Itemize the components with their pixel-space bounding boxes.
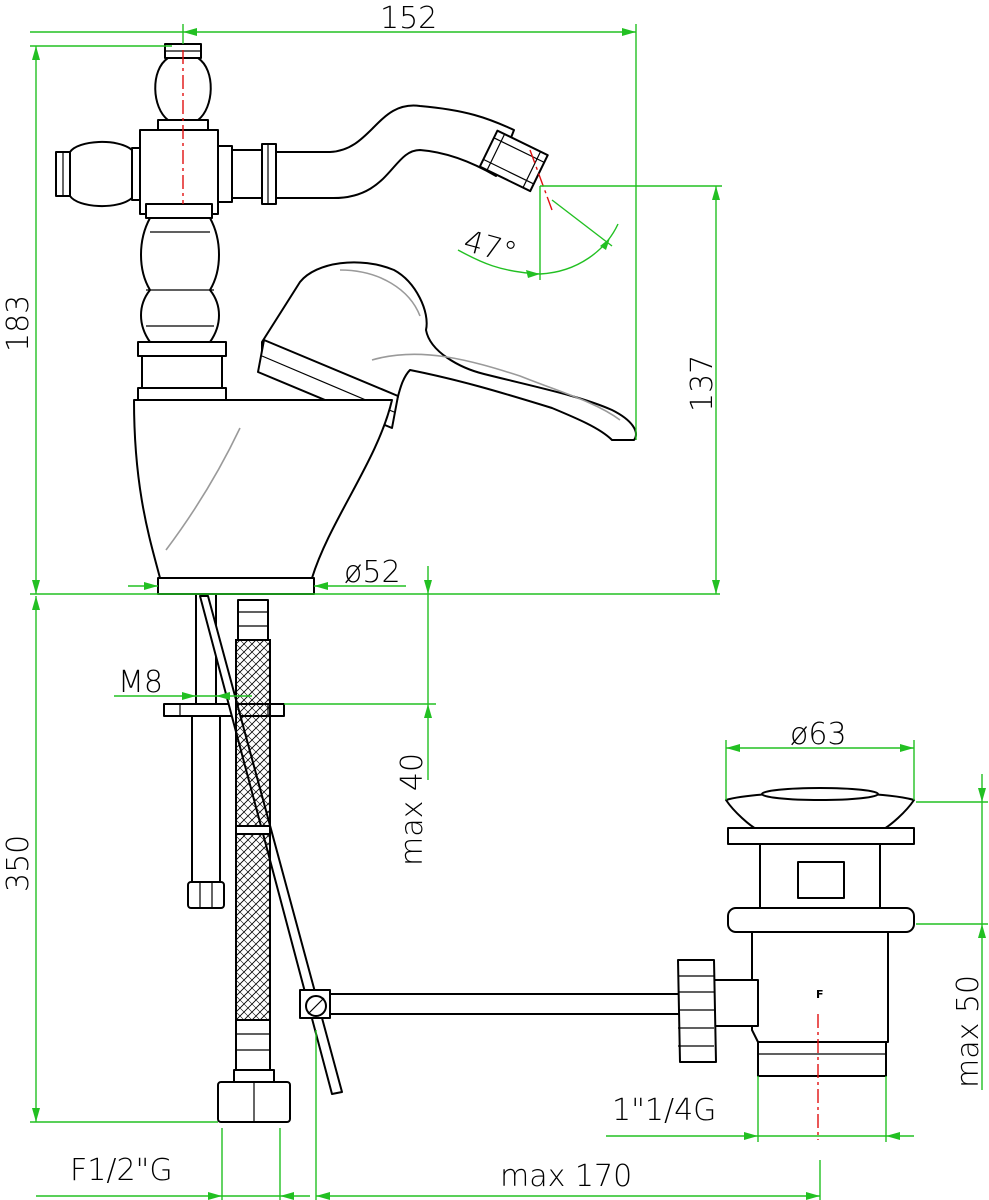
dim-hose-length: 350: [1, 835, 36, 892]
spout-nozzle: [478, 129, 549, 193]
dim-overall-width: 152: [380, 1, 437, 36]
pivot-rod: [299, 993, 681, 1015]
body-ring: [145, 203, 213, 219]
center-lines: [182, 50, 819, 1140]
column: [140, 217, 220, 343]
left-knob: [69, 140, 133, 208]
handle-cross-body: [139, 129, 219, 215]
main-body: [133, 399, 393, 579]
dim-drain-diameter: ø63: [790, 717, 847, 752]
hose-bottom-fitting: [235, 1019, 271, 1071]
stud-tube: [191, 715, 221, 883]
dim-drain-thread: 1"1/4G: [612, 1093, 716, 1128]
base-plate: [157, 577, 315, 595]
dim-rod-length: max 170: [500, 1159, 632, 1194]
faucet-body: [55, 43, 637, 595]
pop-up-drain: F: [677, 787, 915, 1077]
dim-deck-thickness: max 40: [395, 753, 430, 866]
nozzle-center-line: [529, 149, 553, 211]
mixer-ring: [137, 341, 227, 357]
drain-flange: [727, 827, 915, 845]
drain-thread: [757, 1041, 887, 1077]
upper-spout: [275, 104, 515, 200]
drain-nut: [727, 907, 915, 933]
dim-overall-height: 183: [1, 295, 36, 352]
lever-handle: [261, 261, 637, 441]
drain-side-port: [711, 979, 759, 1027]
hose-top-fitting: [237, 599, 269, 641]
drain-tail: [751, 931, 889, 1043]
dim-stud-thread: M8: [118, 665, 163, 700]
dimension-lines: [30, 24, 988, 1200]
stud-nut: [187, 881, 225, 909]
dim-hose-connection: F1/2"G: [70, 1153, 173, 1188]
drain-mark: F: [816, 988, 824, 1001]
drain-window: [797, 861, 845, 899]
dim-drain-depth: max 50: [951, 975, 986, 1088]
dim-spout-angle: 47°: [460, 224, 520, 272]
drain-knurled-nut: [677, 959, 717, 1063]
dim-base-diameter: ø52: [344, 555, 401, 590]
dim-spout-height: 137: [685, 355, 720, 412]
